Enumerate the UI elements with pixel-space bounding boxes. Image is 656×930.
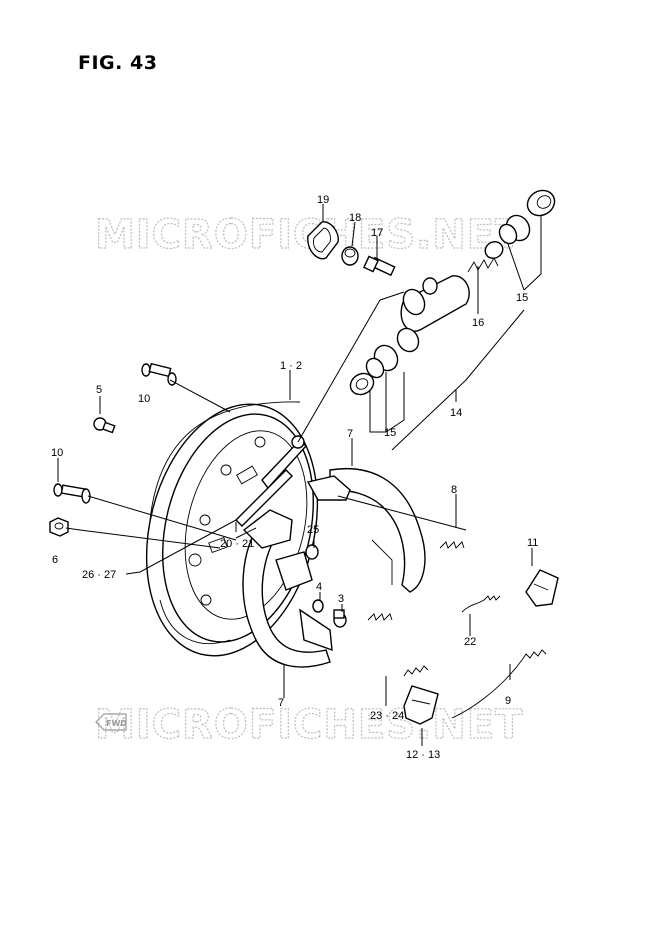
piston-cups-left: [349, 327, 420, 396]
callout-7-lower: 7: [278, 697, 284, 709]
callout-26-27: 26 · 27: [82, 569, 116, 581]
leader-lines: [57, 204, 542, 746]
callout-8: 8: [451, 484, 457, 496]
clip-11: [525, 569, 559, 607]
callout-25: 25: [307, 524, 319, 536]
callout-7-upper: 7: [347, 428, 353, 440]
callout-16: 16: [472, 317, 484, 329]
callout-17: 17: [371, 227, 383, 239]
callout-6: 6: [52, 554, 58, 566]
spring-23-24: [403, 665, 429, 677]
callout-15-left: 15: [384, 427, 396, 439]
bolt-upper: [141, 362, 177, 386]
washer-25: [305, 544, 319, 560]
nut-6: [49, 517, 69, 537]
callout-3: 3: [338, 593, 344, 605]
brake-shoe-front: [306, 468, 426, 593]
watermark-bottom: MICROFICHES.NET: [95, 702, 523, 748]
callout-12-13: 12 · 13: [406, 749, 440, 761]
callout-labels: 19 18 17 16 15 14 15 1 · 2 5 10 10 6 7 8…: [51, 194, 538, 761]
callout-10-lower: 10: [51, 447, 63, 459]
callout-11: 11: [527, 537, 538, 549]
svg-text:FWD: FWD: [106, 719, 127, 728]
fwd-badge: FWD: [95, 713, 127, 731]
return-spring-8: [367, 541, 465, 621]
brake-shoe-rear: [242, 509, 333, 668]
clip-12-13: [403, 685, 439, 725]
callout-15-right: 15: [516, 292, 528, 304]
callout-18: 18: [349, 212, 361, 224]
callout-23-24: 23 · 24: [370, 710, 404, 722]
spring-22: [461, 595, 501, 613]
bolt-lower: [53, 483, 91, 504]
figure-title: FIG. 43: [78, 52, 158, 74]
dust-boot: [307, 221, 339, 260]
callout-14: 14: [450, 407, 462, 419]
callout-9: 9: [505, 695, 511, 707]
bolt-5: [93, 417, 116, 434]
callout-19: 19: [317, 194, 329, 206]
callout-4: 4: [316, 581, 322, 593]
cylinder-spring: [467, 257, 499, 273]
wheel-cylinder: [400, 275, 470, 332]
callout-1-2: 1 · 2: [280, 360, 302, 372]
callout-20-21: 20 · 21: [220, 538, 254, 550]
bleeder-cap: [341, 246, 359, 266]
pin-4: [312, 599, 324, 613]
spring-9: [451, 649, 547, 719]
callout-22: 22: [464, 636, 476, 648]
pin-3: [333, 609, 347, 628]
bleeder-screw: [363, 255, 396, 277]
piston-cups-right: [484, 189, 556, 259]
callout-5: 5: [96, 384, 102, 396]
callout-10-upper: 10: [138, 393, 150, 405]
